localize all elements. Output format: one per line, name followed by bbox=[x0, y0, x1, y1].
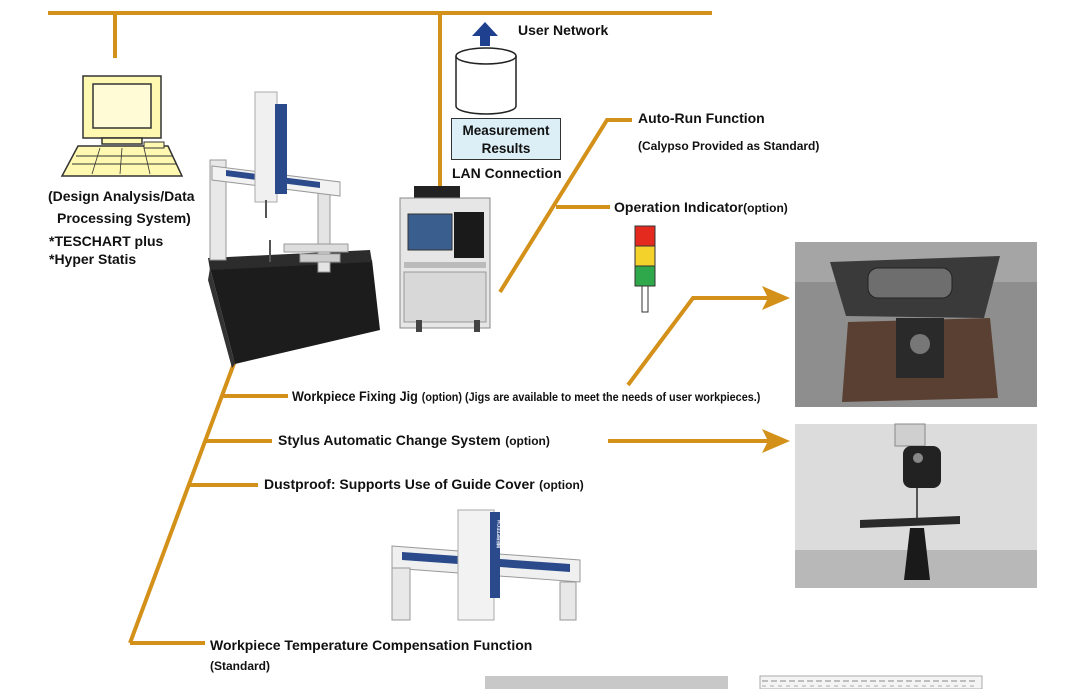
auto-run-sub: (Calypso Provided as Standard) bbox=[638, 139, 820, 153]
operation-indicator-icon bbox=[634, 225, 656, 313]
auto-run-title: Auto-Run Function bbox=[638, 110, 765, 126]
software-hyper-statis: *Hyper Statis bbox=[49, 251, 137, 267]
stylus-title: Stylus Automatic Change System bbox=[278, 432, 501, 448]
dustproof-label: Dustproof: Supports Use of Guide Cover (… bbox=[264, 476, 584, 494]
operation-indicator-label: Operation Indicator(option) bbox=[614, 199, 788, 217]
temperature-sub: (Standard) bbox=[210, 659, 270, 673]
software-teschart: *TESCHART plus bbox=[49, 233, 164, 249]
jig-arrow-head bbox=[762, 286, 790, 310]
measurement-line2: Results bbox=[481, 141, 531, 156]
user-network-label: User Network bbox=[518, 22, 609, 38]
temperature-title: Workpiece Temperature Compensation Funct… bbox=[210, 637, 533, 653]
jig-arrow-line bbox=[626, 296, 770, 387]
gantry-photo bbox=[391, 509, 581, 621]
operation-indicator-title: Operation Indicator bbox=[614, 199, 744, 215]
machine-brand-text: MERETECH bbox=[496, 519, 503, 549]
connection-lines bbox=[48, 11, 770, 645]
trunk-line bbox=[128, 357, 238, 644]
design-system-line1: (Design Analysis/Data bbox=[48, 188, 195, 204]
bottom-photo-left bbox=[485, 676, 728, 689]
stylus-photo bbox=[795, 423, 1037, 588]
bottom-photo-right bbox=[759, 675, 983, 689]
stylus-label: Stylus Automatic Change System (option) bbox=[278, 432, 550, 450]
auto-run-line bbox=[498, 118, 632, 294]
computer-icon bbox=[60, 75, 184, 177]
measurement-line1: Measurement bbox=[462, 123, 550, 138]
stylus-arrow-head bbox=[762, 429, 790, 453]
control-station-image bbox=[399, 186, 491, 332]
database-icon bbox=[455, 47, 517, 115]
fixing-jig-title: Workpiece Fixing Jig bbox=[292, 388, 418, 404]
fixing-jig-opt: (option) (Jigs are available to meet the… bbox=[421, 390, 761, 404]
stylus-opt: (option) bbox=[505, 434, 550, 448]
design-system-line2: Processing System) bbox=[57, 210, 191, 226]
fixing-jig-label: Workpiece Fixing Jig (option) (Jigs are … bbox=[292, 388, 812, 406]
cmm-machine-image bbox=[208, 91, 380, 368]
up-arrow-icon bbox=[472, 22, 498, 46]
measurement-results-box: Measurement Results bbox=[451, 118, 561, 160]
dustproof-opt: (option) bbox=[539, 478, 584, 492]
lan-connection-label: LAN Connection bbox=[452, 165, 562, 181]
fixing-jig-photo bbox=[795, 242, 1037, 407]
operation-indicator-opt: (option) bbox=[743, 201, 788, 215]
dustproof-title: Dustproof: Supports Use of Guide Cover bbox=[264, 476, 535, 492]
